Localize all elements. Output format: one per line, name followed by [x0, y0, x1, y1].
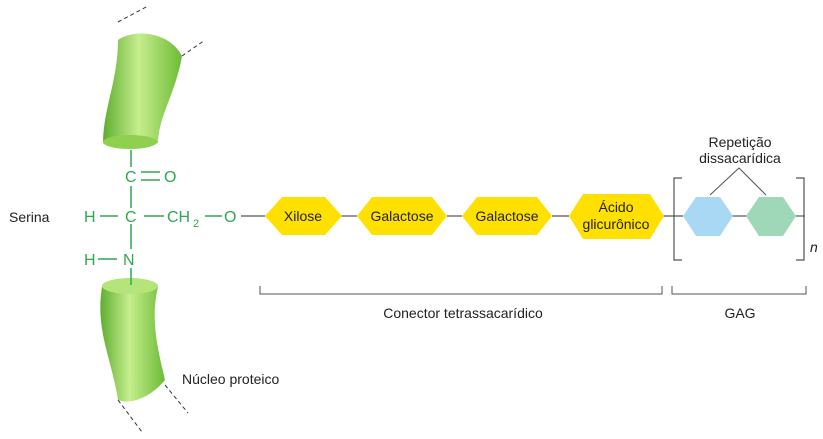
- xylose-label: Xilose: [284, 208, 322, 224]
- methylene-ch: CH: [167, 209, 190, 226]
- alpha-carbon: C: [125, 209, 137, 226]
- serine-bonds: [98, 150, 222, 285]
- sugar-galactose-2: Galactose: [462, 197, 552, 235]
- ether-oxygen: O: [224, 209, 236, 226]
- sugar-glucuronic-acid: Ácido glicurônico: [569, 194, 664, 239]
- gag-bracket: [671, 286, 807, 295]
- protein-core-label: Núcleo proteico: [182, 371, 279, 387]
- alpha-hydrogen: H: [84, 209, 96, 226]
- carbonyl-carbon: C: [125, 169, 137, 186]
- repeat-bracket: [673, 177, 805, 261]
- amine-nitrogen: N: [123, 252, 135, 269]
- repeat-sugar-blue: [683, 197, 733, 236]
- repeat-label-line2: dissacarídica: [699, 150, 781, 166]
- glucuronic-label-line2: glicurônico: [583, 216, 650, 232]
- protein-core-upper: [103, 5, 206, 149]
- sugar-galactose-1: Galactose: [357, 197, 447, 235]
- repeat-sugar-green: [746, 197, 796, 236]
- repeat-count-n: n: [810, 239, 818, 255]
- sugar-xylose: Xilose: [265, 197, 342, 235]
- linker-label: Conector tetrassacarídico: [383, 305, 543, 321]
- repeat-label-line1: Repetição: [708, 134, 771, 150]
- linker-bracket: [259, 286, 663, 295]
- methylene-subscript: 2: [193, 218, 199, 230]
- protein-core-lower: [100, 278, 189, 433]
- galactose-1-label: Galactose: [370, 208, 433, 224]
- gag-label: GAG: [724, 305, 755, 321]
- repeat-pointer-lines: [709, 167, 767, 196]
- carbonyl-oxygen: O: [164, 169, 176, 186]
- glucuronic-label-line1: Ácido: [598, 199, 633, 215]
- serine-label: Serina: [9, 209, 50, 225]
- galactose-2-label: Galactose: [475, 208, 538, 224]
- amine-hydrogen: H: [84, 252, 96, 269]
